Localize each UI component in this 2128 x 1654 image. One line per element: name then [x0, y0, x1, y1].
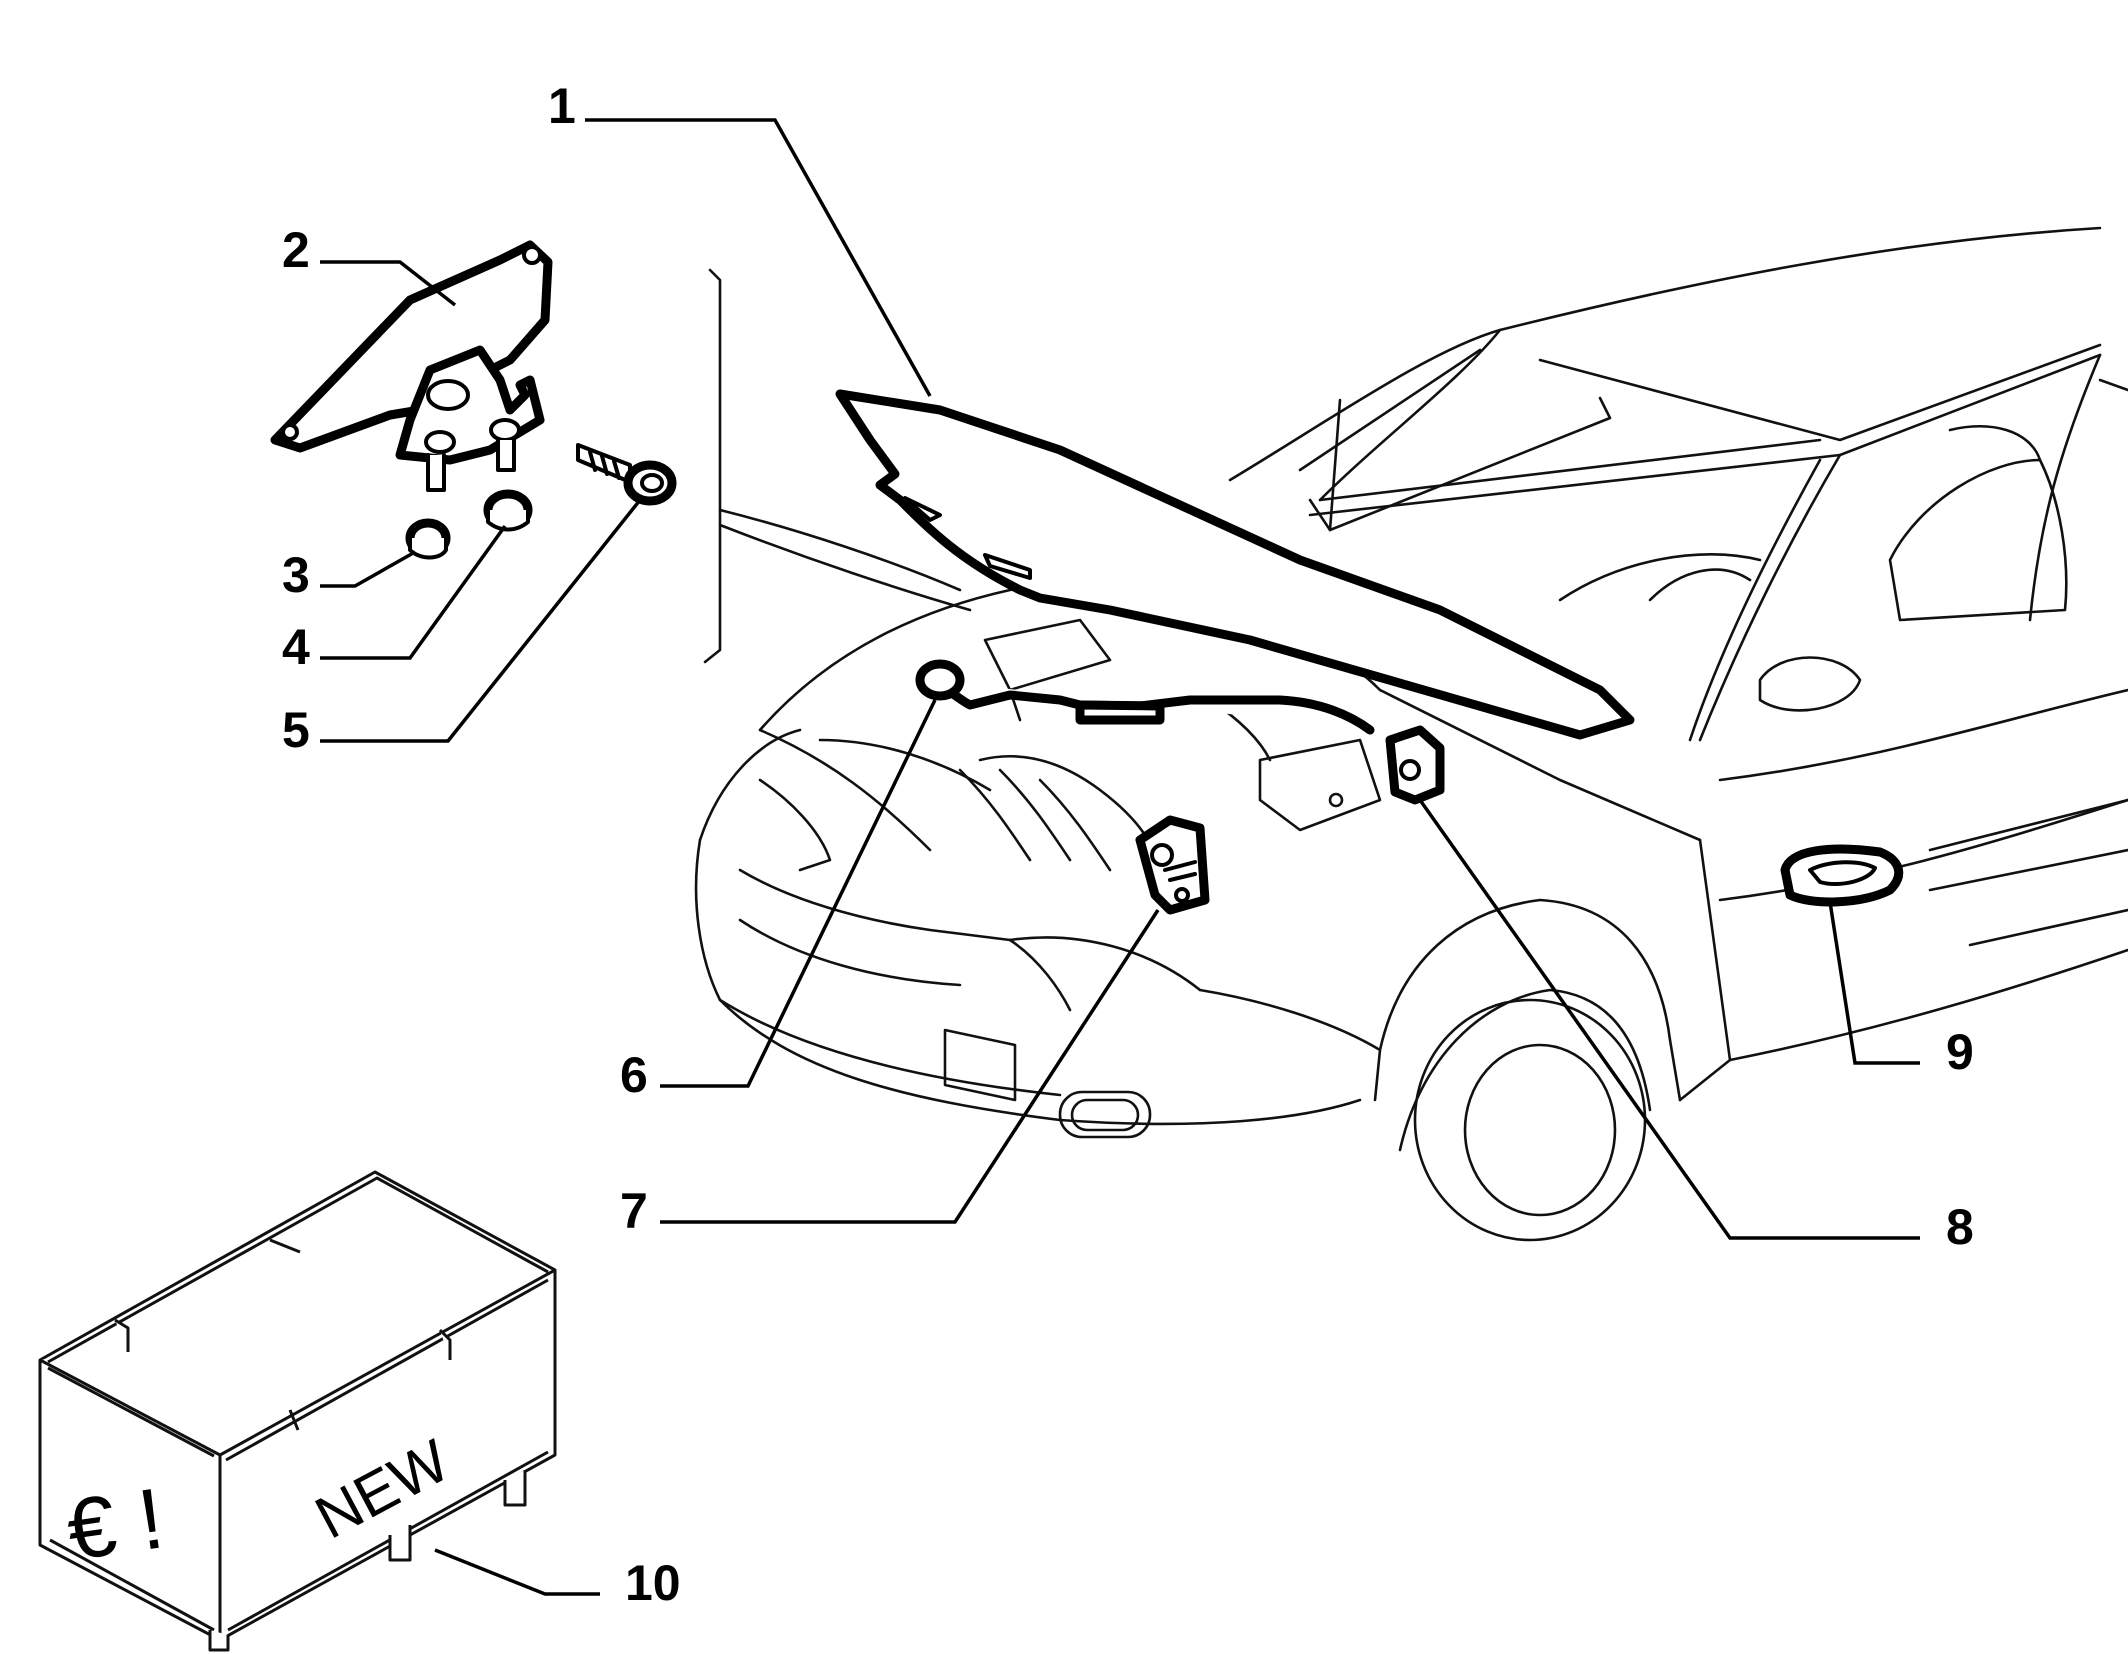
- callout-labels: 1 2 3 4 5 6 7 8 9 10: [282, 78, 1974, 1611]
- crate-left-text: € !: [61, 1470, 169, 1578]
- callout-6: 6: [620, 1047, 648, 1103]
- hood-support-line-2: [718, 523, 972, 612]
- callout-8: 8: [1946, 1199, 1974, 1255]
- part-9-grommet: [1780, 844, 1904, 907]
- callout-4: 4: [282, 619, 310, 675]
- callout-3: 3: [282, 547, 310, 603]
- part-10-new-crate: € ! NEW: [38, 1170, 557, 1652]
- part-3-nut: [405, 518, 451, 560]
- part-8-bracket: [1385, 725, 1445, 805]
- callout-5: 5: [282, 702, 310, 758]
- callout-7: 7: [620, 1183, 648, 1239]
- part-5-screw: [576, 443, 677, 506]
- callout-2: 2: [282, 222, 310, 278]
- part-6-release-cable: [915, 659, 1375, 735]
- part-7-latch: [1135, 815, 1210, 915]
- callout-10: 10: [625, 1555, 681, 1611]
- leader-lines: [320, 118, 1920, 1596]
- hood-support-line: [718, 508, 962, 592]
- part-4-nut: [483, 489, 533, 532]
- callout-9: 9: [1946, 1024, 1974, 1080]
- callout-1: 1: [548, 78, 576, 134]
- part-1-hood-insulation: [835, 389, 1635, 740]
- hood-bracket-line: [703, 268, 722, 664]
- part-2-hinge: [270, 240, 553, 492]
